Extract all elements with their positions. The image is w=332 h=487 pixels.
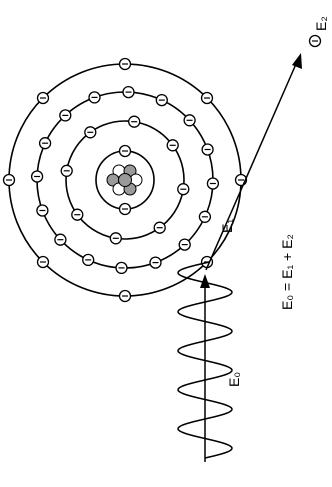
electron: [167, 140, 178, 151]
electron: [89, 92, 100, 103]
energy-equation: E₀ = E₁ + E₂: [279, 234, 295, 310]
electron: [123, 87, 134, 98]
label-e0: E₀: [226, 372, 242, 387]
electron: [179, 239, 190, 250]
electron: [202, 93, 213, 104]
electron: [60, 110, 71, 121]
electron: [156, 95, 167, 106]
electron: [116, 262, 127, 273]
nucleon: [119, 174, 132, 187]
atom: [4, 59, 247, 302]
electron: [150, 257, 161, 268]
electron: [38, 257, 49, 268]
label-e2: E₂: [313, 16, 329, 31]
electron: [202, 144, 213, 155]
ejected-arrowhead: [292, 53, 302, 69]
electron: [61, 165, 72, 176]
electron: [83, 254, 94, 265]
nucleus: [107, 165, 142, 195]
electron: [129, 116, 140, 127]
electron: [37, 205, 48, 216]
electron: [154, 222, 165, 233]
electron: [207, 178, 218, 189]
electron: [184, 115, 195, 126]
electron: [110, 233, 121, 244]
label-e1: E₁: [219, 219, 235, 233]
electron: [72, 209, 83, 220]
electron: [120, 204, 131, 215]
ejected-electron: [310, 36, 321, 47]
ejected-photoelectron: [206, 36, 321, 271]
electron: [120, 59, 131, 70]
electron: [4, 175, 15, 186]
electron: [40, 138, 51, 149]
electron: [178, 184, 189, 195]
electron: [38, 93, 49, 104]
electron: [120, 146, 131, 157]
electron: [120, 291, 131, 302]
electron: [199, 211, 210, 222]
electron: [32, 171, 43, 182]
incident-photon: [178, 262, 232, 462]
electron: [55, 234, 66, 245]
electron: [85, 127, 96, 138]
